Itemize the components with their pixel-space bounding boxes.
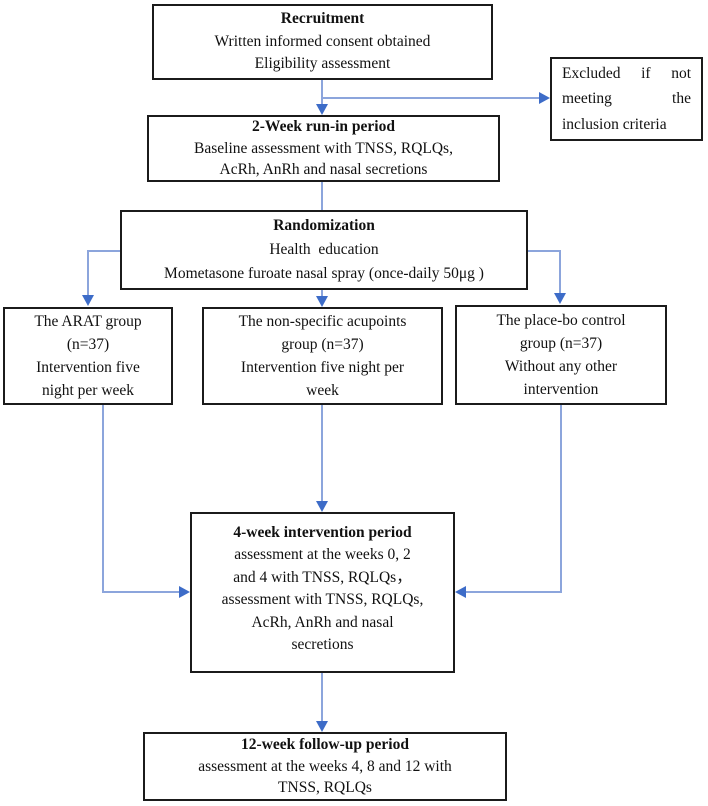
connector-nonspecific-to-intervention <box>321 405 323 502</box>
connector-randomization-left-horizontal <box>88 250 120 252</box>
recruitment-box: Recruitment Written informed consent obt… <box>152 4 493 80</box>
arrowhead-down-followup-icon <box>316 721 328 732</box>
arrowhead-down-intervention-icon <box>316 501 328 512</box>
connector-recruitment-to-runin <box>321 80 323 105</box>
arrowhead-down-arat-icon <box>82 295 94 306</box>
follow-up-title: 12-week follow-up period <box>241 736 409 754</box>
connector-arat-down <box>102 405 104 593</box>
run-in-box: 2-Week run-in period Baseline assessment… <box>147 115 500 182</box>
recruitment-title: Recruitment <box>280 10 365 28</box>
run-in-lines: Baseline assessment with TNSS, RQLQs,AcR… <box>194 139 453 179</box>
connector-placebo-down <box>560 405 562 593</box>
arrowhead-down-nonspecific-icon <box>316 296 328 307</box>
connector-randomization-to-arat <box>87 250 89 296</box>
arrowhead-right-intervention-icon <box>179 586 190 598</box>
follow-up-box: 12-week follow-up period assessment at t… <box>143 732 507 801</box>
run-in-title: 2-Week run-in period <box>252 118 395 136</box>
connector-randomization-right-horizontal <box>528 250 560 252</box>
intervention-period-box: 4-week intervention period assessment at… <box>190 512 455 673</box>
connector-placebo-to-intervention <box>466 591 562 593</box>
connector-arat-to-intervention <box>102 591 179 593</box>
arrowhead-right-excluded-icon <box>539 92 550 104</box>
arrowhead-down-runin-icon <box>316 104 328 115</box>
connector-randomization-to-nonspecific <box>321 290 323 297</box>
connector-runin-to-randomization <box>321 182 323 210</box>
arrowhead-down-placebo-icon <box>554 293 566 304</box>
connector-intervention-to-followup <box>321 673 323 722</box>
connector-recruitment-to-excluded <box>322 97 539 99</box>
connector-randomization-to-placebo <box>559 250 561 294</box>
arrowhead-left-intervention-icon <box>455 586 466 598</box>
randomization-title: Randomization <box>273 216 375 234</box>
follow-up-lines: assessment at the weeks 4, 8 and 12 with… <box>198 757 452 797</box>
intervention-period-title: 4-week intervention period <box>233 524 412 541</box>
